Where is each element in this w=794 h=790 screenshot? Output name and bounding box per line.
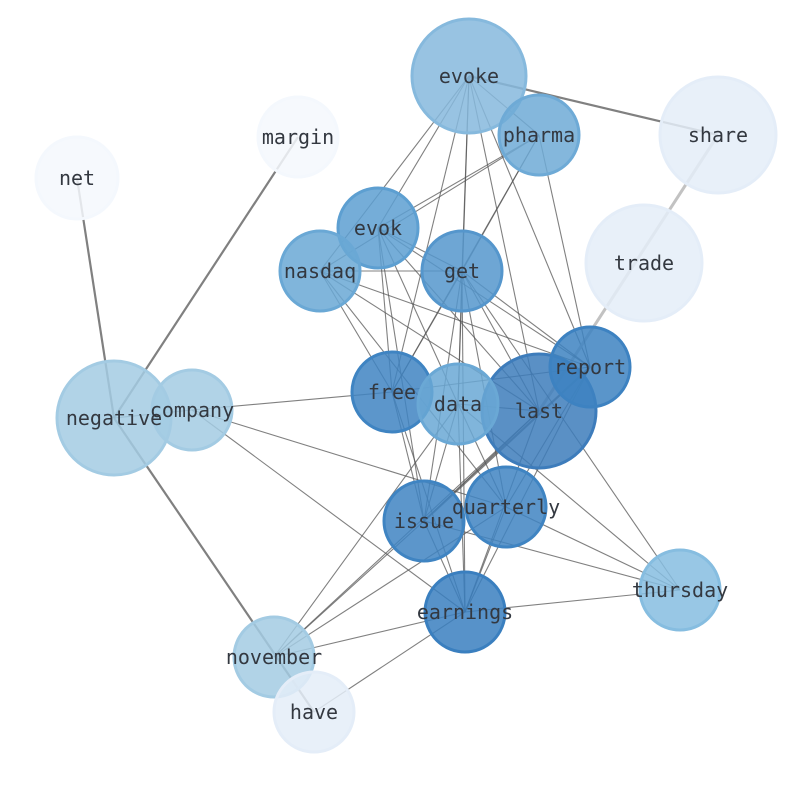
node-label: data xyxy=(434,392,482,416)
node-thursday[interactable] xyxy=(638,548,722,632)
node-label: free xyxy=(368,380,416,404)
node-issue[interactable] xyxy=(382,479,466,563)
node-label: negative xyxy=(66,406,162,430)
labels-layer: evoke pharma share margin net evok nasdaq get tr… xyxy=(59,64,748,724)
node-label: report xyxy=(554,355,626,379)
node-earnings[interactable] xyxy=(423,570,507,654)
node-evok[interactable] xyxy=(336,186,420,270)
node-label: get xyxy=(444,259,480,283)
node-pharma[interactable] xyxy=(497,93,581,177)
node-label: last xyxy=(515,399,563,423)
node-label: evoke xyxy=(439,64,499,88)
node-label: have xyxy=(290,700,338,724)
node-report[interactable] xyxy=(548,325,632,409)
edge-issue-thursday xyxy=(423,520,681,591)
node-label: earnings xyxy=(417,600,513,624)
node-label: pharma xyxy=(503,123,575,147)
node-label: margin xyxy=(262,125,334,149)
node-label: trade xyxy=(614,251,674,275)
node-have[interactable] xyxy=(272,670,356,754)
node-net[interactable] xyxy=(34,135,120,221)
edge-company-earnings xyxy=(191,409,466,613)
node-label: share xyxy=(688,123,748,147)
node-label: november xyxy=(226,645,322,669)
node-label: quarterly xyxy=(452,495,560,519)
node-label: thursday xyxy=(632,578,728,602)
node-company[interactable] xyxy=(150,368,234,452)
node-share[interactable] xyxy=(658,75,778,195)
node-get[interactable] xyxy=(420,229,504,313)
edge-data-november xyxy=(273,403,459,658)
node-label: nasdaq xyxy=(284,259,356,283)
nodes-layer xyxy=(34,17,778,754)
node-label: net xyxy=(59,166,95,190)
node-nasdaq[interactable] xyxy=(278,229,362,313)
node-evoke[interactable] xyxy=(410,17,528,135)
edge-quarterly-november xyxy=(273,506,507,658)
node-label: evok xyxy=(354,216,402,240)
node-label: issue xyxy=(394,509,454,533)
node-quarterly[interactable] xyxy=(464,465,548,549)
node-margin[interactable] xyxy=(256,95,340,179)
node-data[interactable] xyxy=(416,362,500,446)
node-trade[interactable] xyxy=(584,203,704,323)
node-label: company xyxy=(150,398,234,422)
